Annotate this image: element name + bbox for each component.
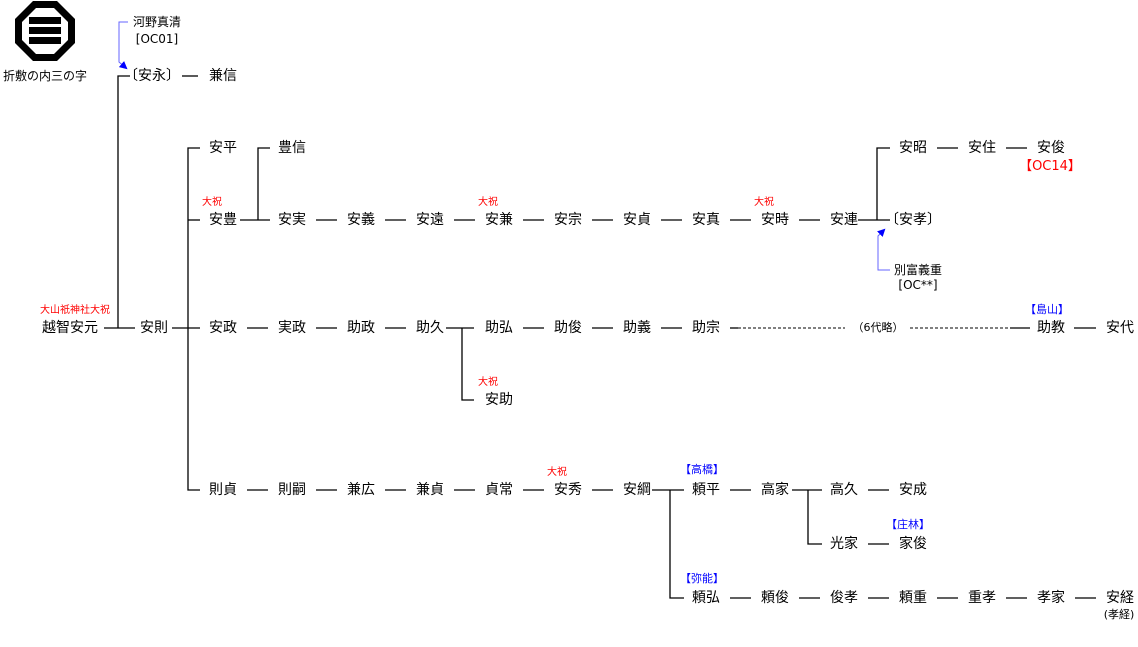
person-node-yasunari: 安成 <box>899 482 927 498</box>
person-node-sukemune: 助宗 <box>692 320 720 336</box>
person-node-yasutoshi: 安俊 <box>1037 140 1065 156</box>
person-node-yorihiro: 頼弘 <box>692 590 720 606</box>
person-node-yasusuke: 安助 <box>485 392 513 408</box>
person-node-sanemasa: 実政 <box>278 320 306 336</box>
person-node-yasumasa: 安政 <box>209 320 237 336</box>
person-node-yasutoyo: 安豊 <box>209 212 237 228</box>
person-node-kanehiro: 兼広 <box>347 482 375 498</box>
person-node-yasutsune: 安経 <box>1106 590 1134 606</box>
crest-icon <box>15 1 75 61</box>
person-node-sukehisa: 助久 <box>416 320 444 336</box>
person-node-sukenori: 助教 <box>1037 320 1065 336</box>
crest-caption: 折敷の内三の字 <box>2 69 88 83</box>
code-label-betto-code: [OC**] <box>898 278 938 292</box>
person-node-sukemasa: 助政 <box>347 320 375 336</box>
person-node-norisada: 則貞 <box>209 482 237 498</box>
person-node-noritsugu: 則嗣 <box>278 482 306 498</box>
clan-annotation-yorihiro-clan: 【弥能】 <box>680 572 724 585</box>
person-node-ietoshi: 家俊 <box>899 536 927 552</box>
person-node-yorishige: 頼重 <box>899 590 927 606</box>
person-node-yorihira: 頼平 <box>692 482 720 498</box>
person-node-yasutsura: 安連 <box>830 212 858 228</box>
person-node-yasunaga: 〔安永〕 <box>124 68 180 84</box>
person-node-yasuzumi: 安住 <box>968 140 996 156</box>
person-node-betto-yoshishige: 別富義重 <box>893 263 943 277</box>
person-node-yasunori: 安則 <box>140 320 168 336</box>
person-node-sukehiro: 助弘 <box>485 320 513 336</box>
person-node-yasutsune-alias: (孝経) <box>1103 608 1135 621</box>
person-node-shigetaka: 重孝 <box>968 590 996 606</box>
clan-annotation-ietoshi-clan: 【庄林】 <box>886 518 930 531</box>
title-annotation-ochi-yasumoto-title: 大山祇神社大祝 <box>40 305 110 316</box>
person-node-yasuhide: 安秀 <box>554 482 582 498</box>
person-node-yasuma: 安真 <box>692 212 720 228</box>
person-node-yasutsuna: 安綱 <box>623 482 651 498</box>
title-annotation-yasusuke-title: 大祝 <box>478 377 498 388</box>
person-node-yasumune: 安宗 <box>554 212 582 228</box>
code-label-yasutoshi-code: 【OC14】 <box>1019 159 1081 174</box>
person-node-yoritoshi: 頼俊 <box>761 590 789 606</box>
person-node-kono-masakiyo: 河野真清 <box>132 15 182 29</box>
person-node-takahisa: 高久 <box>830 482 858 498</box>
person-node-omitted: （6代略） <box>852 321 904 334</box>
clan-annotation-sukenori-clan: 【島山】 <box>1025 303 1069 316</box>
person-node-toyonobu: 豊信 <box>278 140 306 156</box>
title-annotation-yasutoki-title: 大祝 <box>754 197 774 208</box>
person-node-yasutoki: 安時 <box>761 212 789 228</box>
person-node-yasuaki: 安昭 <box>899 140 927 156</box>
person-node-yasuyo: 安代 <box>1106 320 1134 336</box>
person-node-takaie: 高家 <box>761 482 789 498</box>
title-annotation-yasutoyo-title: 大祝 <box>202 197 222 208</box>
person-node-mitsuie: 光家 <box>830 536 858 552</box>
person-node-yasuzane: 安実 <box>278 212 306 228</box>
adoption-arrow <box>118 21 128 70</box>
code-label-kono-code: [OC01] <box>135 32 179 46</box>
person-node-sadatsune: 貞常 <box>485 482 513 498</box>
person-node-kanesada: 兼貞 <box>416 482 444 498</box>
person-node-kanenobu: 兼信 <box>209 68 237 84</box>
title-annotation-yasuhide-title: 大祝 <box>547 467 567 478</box>
clan-annotation-yorihira-clan: 【高橋】 <box>680 463 724 476</box>
person-node-suketoshi: 助俊 <box>554 320 582 336</box>
person-node-yasuhira: 安平 <box>209 140 237 156</box>
person-node-yasukane: 安兼 <box>485 212 513 228</box>
person-node-yasutoo: 安遠 <box>416 212 444 228</box>
person-node-takaie2: 孝家 <box>1037 590 1065 606</box>
person-node-toshitaka: 俊孝 <box>830 590 858 606</box>
person-node-ochi-yasumoto: 越智安元 <box>42 320 98 336</box>
person-node-yasusada: 安貞 <box>623 212 651 228</box>
person-node-yasuyoshi: 安義 <box>347 212 375 228</box>
title-annotation-yasukane-title: 大祝 <box>478 197 498 208</box>
person-node-sukeyoshi: 助義 <box>623 320 651 336</box>
person-node-yasutaka: 〔安孝〕 <box>885 212 941 228</box>
adoption-arrow <box>876 228 890 271</box>
